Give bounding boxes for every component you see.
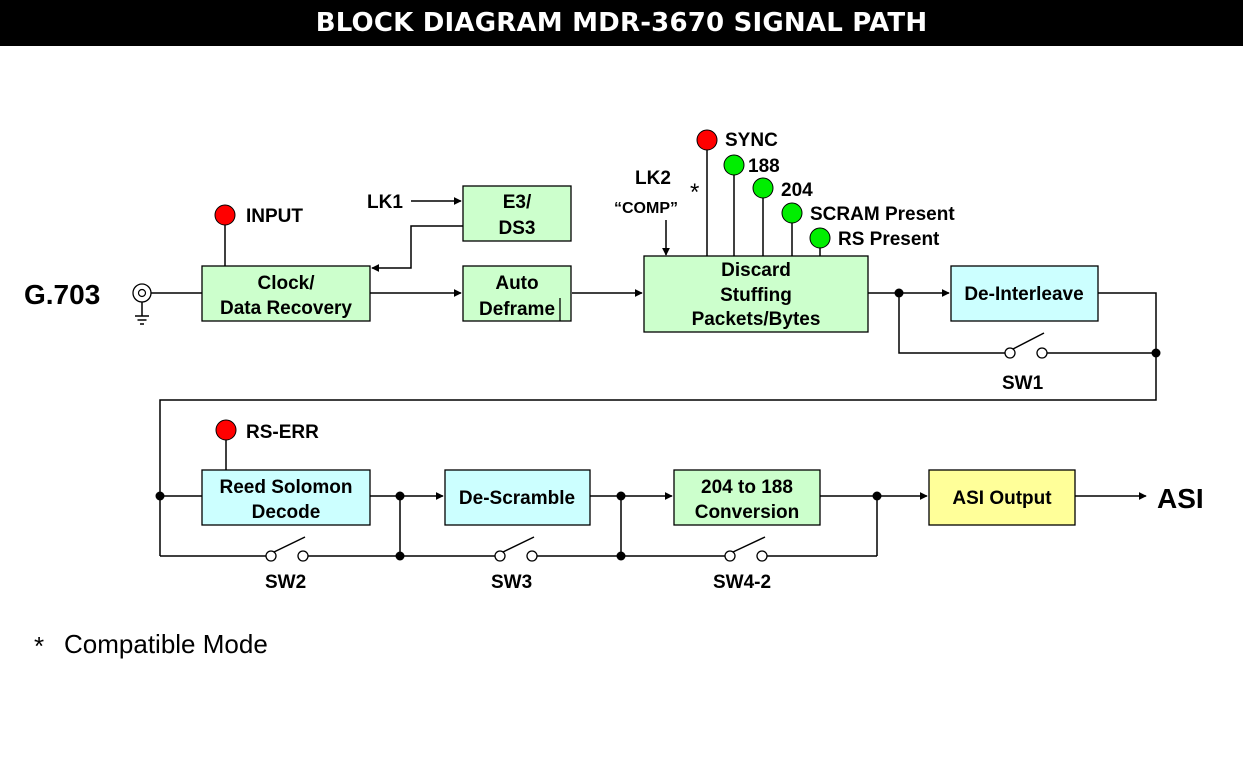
sw1-lever — [1012, 332, 1045, 350]
scram-led — [781, 202, 803, 224]
sw3-contact — [494, 550, 506, 562]
sw2-label: SW2 — [265, 572, 306, 593]
188-led — [723, 154, 745, 176]
svg-text:Conversion: Conversion — [695, 502, 800, 523]
rs-led — [809, 227, 831, 249]
svg-text:Deframe: Deframe — [479, 299, 555, 320]
svg-text:De-Interleave: De-Interleave — [964, 284, 1083, 305]
discard-stuffing-block: Discard Stuffing Packets/Bytes — [643, 255, 869, 333]
de-interleave-block: De-Interleave — [950, 265, 1099, 322]
junction-dot — [1151, 348, 1161, 358]
svg-text:Decode: Decode — [252, 502, 321, 523]
lk2-label: LK2 — [635, 168, 671, 189]
sync-led — [696, 129, 718, 151]
e3-ds3-block: E3/ DS3 — [462, 185, 572, 242]
auto-deframe-block: Auto Deframe — [462, 265, 572, 322]
svg-text:DS3: DS3 — [499, 218, 536, 239]
scram-led-label: SCRAM Present — [810, 204, 955, 225]
compatible-mode-asterisk: * — [690, 179, 699, 206]
sync-led-label: SYNC — [725, 130, 778, 151]
comp-label: “COMP” — [614, 200, 678, 217]
svg-text:204 to 188: 204 to 188 — [701, 477, 793, 498]
svg-text:Stuffing: Stuffing — [720, 285, 792, 306]
lk1-label: LK1 — [367, 192, 403, 213]
asi-output-block: ASI Output — [928, 469, 1076, 526]
asi-output-label: ASI — [1157, 483, 1204, 514]
page-title: BLOCK DIAGRAM MDR-3670 SIGNAL PATH — [0, 0, 1243, 46]
svg-text:Reed Solomon: Reed Solomon — [219, 477, 352, 498]
sw4-label: SW4-2 — [713, 572, 771, 593]
rs-led-label: RS Present — [838, 229, 940, 250]
svg-text:ASI Output: ASI Output — [952, 488, 1052, 509]
row-wrap-wire — [159, 292, 1157, 556]
svg-text:De-Scramble: De-Scramble — [459, 488, 575, 509]
svg-text:E3/: E3/ — [503, 192, 532, 213]
reed-solomon-decode-block: Reed Solomon Decode — [201, 469, 371, 526]
footnote-text: Compatible Mode — [64, 629, 268, 659]
sw3-label: SW3 — [491, 572, 532, 593]
input-led-label: INPUT — [246, 206, 303, 227]
rserr-led-label: RS-ERR — [246, 422, 319, 443]
rserr-led — [215, 419, 237, 441]
e3ds3-to-clock-arrow — [371, 225, 463, 272]
g703-input-label: G.703 — [24, 279, 100, 310]
sw1-label: SW1 — [1002, 373, 1044, 394]
svg-text:Auto: Auto — [495, 273, 538, 294]
clock-data-recovery-block: Clock/ Data Recovery — [201, 265, 371, 322]
204-led — [752, 177, 774, 199]
de-scramble-block: De-Scramble — [444, 469, 591, 526]
204-led-label: 204 — [781, 180, 813, 201]
sw4-contact — [724, 550, 736, 562]
sw2-lever — [273, 536, 306, 553]
svg-text:Clock/: Clock/ — [257, 273, 315, 294]
junction-dot — [155, 491, 165, 501]
svg-text:Data Recovery: Data Recovery — [220, 298, 352, 319]
sw2-contact — [265, 550, 277, 562]
svg-text:Discard: Discard — [721, 260, 791, 281]
sw1-bypass-wire-a — [898, 293, 1007, 354]
input-led — [214, 204, 236, 226]
footnote-asterisk: * — [34, 631, 44, 661]
sw3-lever — [502, 536, 535, 553]
sw1-contact — [1004, 347, 1016, 359]
sw4-lever — [732, 536, 766, 553]
188-led-label: 188 — [748, 156, 780, 177]
svg-text:Packets/Bytes: Packets/Bytes — [692, 309, 821, 330]
204-to-188-conversion-block: 204 to 188 Conversion — [673, 469, 821, 526]
